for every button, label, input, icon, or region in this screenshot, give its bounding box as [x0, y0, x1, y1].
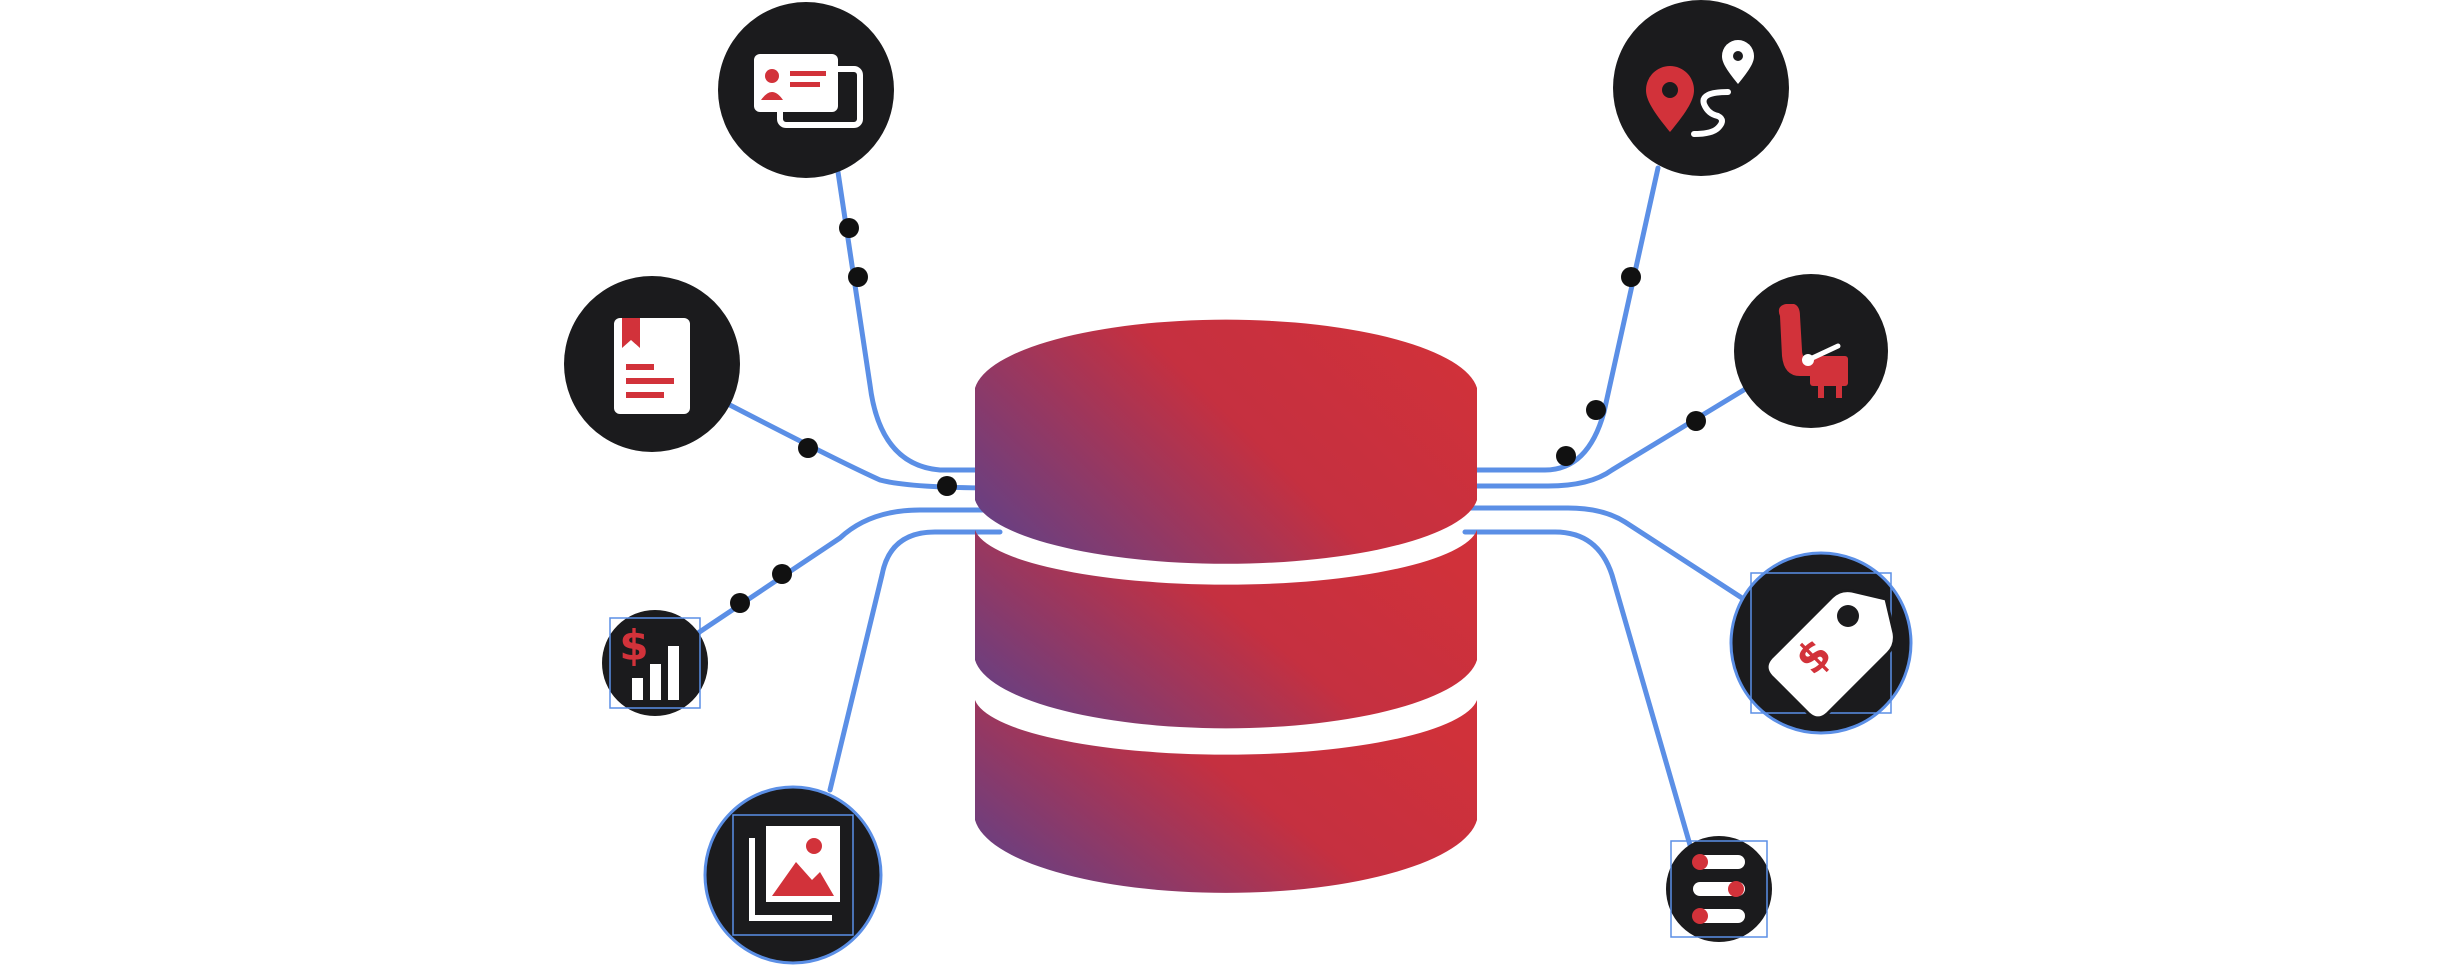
database-layer-top: [975, 319, 1477, 564]
connector-dot: [1686, 411, 1706, 431]
svg-text:$: $: [619, 621, 648, 670]
dollar-bar-chart-icon: $: [619, 621, 679, 700]
node-routes[interactable]: [1613, 0, 1789, 176]
node-media[interactable]: [703, 785, 883, 965]
connector-dot: [1556, 446, 1576, 466]
node-seating[interactable]: [1734, 274, 1888, 428]
connector-dot: [772, 564, 792, 584]
price-tag-icon: $: [1765, 589, 1896, 720]
database-layer-bottom: [975, 700, 1477, 893]
node-documents[interactable]: [564, 276, 740, 452]
node-selection-frame: [609, 617, 701, 709]
connector-documents: [723, 400, 1003, 491]
node-selection-frame: [732, 814, 854, 936]
node-background: [1734, 274, 1888, 428]
connector-dot: [1621, 267, 1641, 287]
connector-dot: [839, 218, 859, 238]
node-pricing[interactable]: $: [1729, 551, 1913, 735]
bookmarked-document-icon: [614, 318, 690, 414]
node-background: [1613, 0, 1789, 176]
connector-finance: [692, 507, 1003, 638]
route-map-pin-icon: [1646, 40, 1754, 137]
node-background: [602, 610, 708, 716]
id-card-icon: [754, 54, 863, 128]
connector-seating: [1462, 385, 1750, 489]
node-finance[interactable]: $: [602, 610, 708, 716]
connector-settings: [1462, 529, 1693, 848]
connector-dots: [730, 218, 1706, 613]
connector-dot: [798, 438, 818, 458]
node-selection-frame: [1670, 840, 1768, 938]
node-contacts[interactable]: [718, 2, 894, 178]
node-settings[interactable]: [1666, 836, 1772, 942]
connector-dot: [937, 476, 957, 496]
seat-icon: [1778, 304, 1848, 398]
connector-dot: [848, 267, 868, 287]
connector-dot: [1586, 400, 1606, 420]
image-gallery-icon: [749, 826, 840, 921]
connector-routes: [1462, 165, 1661, 473]
connector-dot: [730, 593, 750, 613]
toggle-list-icon: [1692, 854, 1745, 924]
database-icon: [975, 319, 1477, 893]
database-layer-middle: [975, 530, 1477, 729]
connector-pricing: [1462, 505, 1745, 601]
connector-media: [827, 529, 1003, 793]
connector-contacts: [835, 169, 1003, 473]
